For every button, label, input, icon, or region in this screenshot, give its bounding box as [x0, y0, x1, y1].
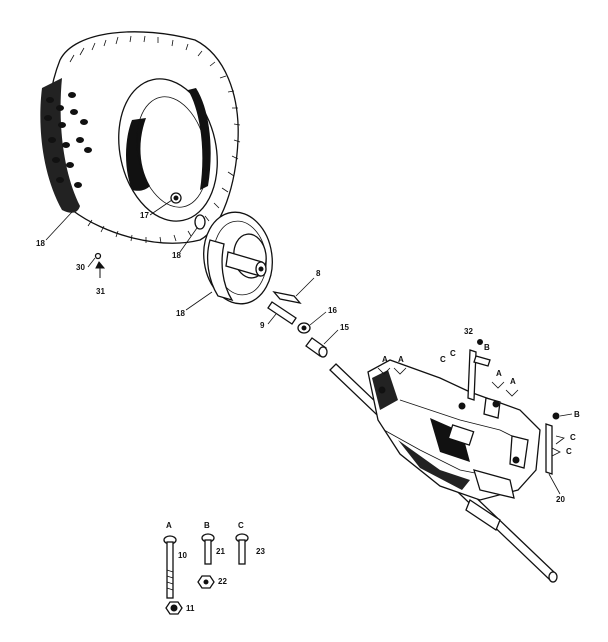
bolt-a — [163, 535, 177, 599]
key — [272, 290, 302, 305]
small-bolt — [94, 252, 106, 278]
label-bolt-30: 30 — [76, 263, 85, 272]
label-wheel-hub: 18 — [176, 309, 185, 318]
letter-a-2: A — [398, 355, 404, 364]
bushing — [305, 337, 328, 358]
label-part-20: 20 — [556, 495, 565, 504]
label-washer: 16 — [328, 306, 337, 315]
label-bolt-c-letter: C — [238, 521, 244, 530]
bracket-32 — [467, 339, 491, 401]
label-nut-22: 22 — [218, 577, 227, 586]
bolt-c — [235, 533, 249, 565]
letter-c-3: C — [566, 447, 572, 456]
valve-stem — [170, 192, 182, 204]
nut-22 — [197, 575, 215, 589]
label-bolt-a-num: 10 — [178, 551, 187, 560]
letter-a-3: A — [496, 369, 502, 378]
label-nut-11: 11 — [186, 604, 195, 613]
bolt-b — [201, 533, 215, 565]
label-key: 8 — [316, 269, 321, 278]
label-tire: 18 — [36, 239, 45, 248]
label-bolt-c-num: 23 — [256, 547, 265, 556]
transaxle-housing — [367, 359, 541, 531]
wheel-hub — [203, 211, 273, 305]
label-pin: 9 — [260, 321, 265, 330]
washer — [297, 322, 311, 334]
label-part-32: 32 — [464, 327, 473, 336]
nut-11 — [165, 601, 183, 615]
label-bolt-a-letter: A — [166, 521, 172, 530]
label-bolt-b-num: 21 — [216, 547, 225, 556]
tire — [40, 31, 241, 244]
label-valve-stem: 17 — [140, 211, 149, 220]
letter-c-1: C — [450, 349, 456, 358]
letter-a-1: A — [382, 355, 388, 364]
letter-c-2: C — [570, 433, 576, 442]
bracket-20 — [545, 412, 560, 475]
letter-a-4: A — [510, 377, 516, 386]
label-bolt-b-letter: B — [204, 521, 210, 530]
letter-b-2: B — [574, 410, 580, 419]
letter-b-1: B — [484, 343, 490, 352]
label-bolt-31: 31 — [96, 287, 105, 296]
pin — [267, 301, 297, 325]
label-bushing: 15 — [340, 323, 349, 332]
letter-c-4: C — [440, 355, 446, 364]
label-rim-ring: 18 — [172, 251, 181, 260]
rim-ring — [194, 214, 206, 230]
